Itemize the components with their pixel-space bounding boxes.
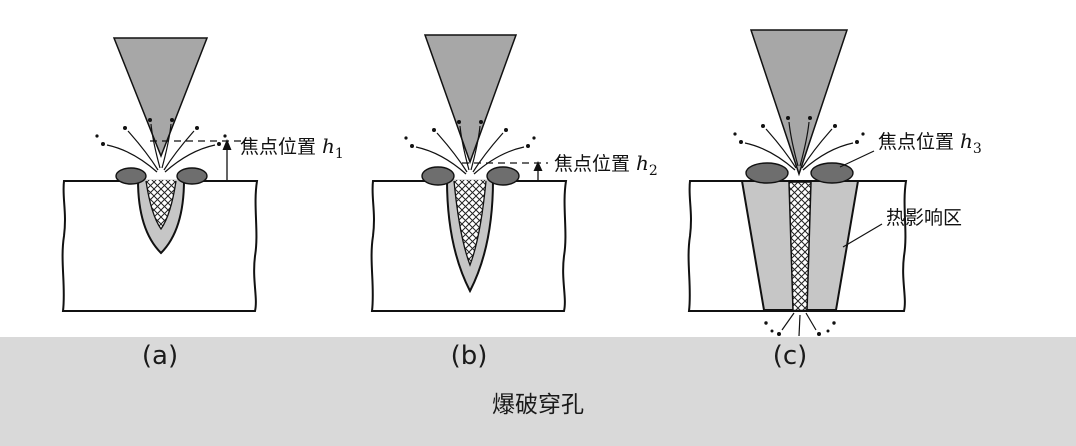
laser-beam-c	[749, 29, 849, 177]
dimension-arrowhead-b	[533, 161, 543, 171]
spatter-mound-left-c	[745, 162, 789, 184]
dimension-arrowhead-a	[222, 139, 232, 150]
spatter-mound-right-c	[810, 162, 854, 184]
panel-caption-c: (c)	[773, 341, 808, 371]
spatter-mound-right-a	[176, 167, 208, 185]
laser-beam-a	[112, 37, 209, 159]
melt-cavity-outline-a	[137, 179, 185, 255]
melt-hatch-outline-b	[453, 180, 487, 267]
melt-cavity-outline-b	[446, 179, 494, 294]
panel-caption-b: (b)	[451, 341, 488, 371]
spatter-mound-right-b	[486, 166, 520, 186]
keyhole-hatch-column-c	[788, 181, 812, 312]
caption-band	[0, 337, 1076, 446]
haz-label-leader-c	[842, 223, 883, 248]
panel-caption-a: (a)	[142, 341, 178, 371]
figure-caption: 爆破穿孔	[492, 392, 584, 418]
spatter-mound-left-b	[421, 166, 455, 186]
focus-label-leader-c	[839, 150, 875, 168]
spatter-mound-left-a	[115, 167, 147, 185]
laser-beam-b	[423, 34, 518, 165]
melt-hatch-a	[146, 180, 176, 229]
haz-label-c: 热影响区	[886, 207, 962, 229]
melt-hatch-outline-a	[145, 180, 177, 231]
melt-hatch-b	[454, 180, 486, 265]
